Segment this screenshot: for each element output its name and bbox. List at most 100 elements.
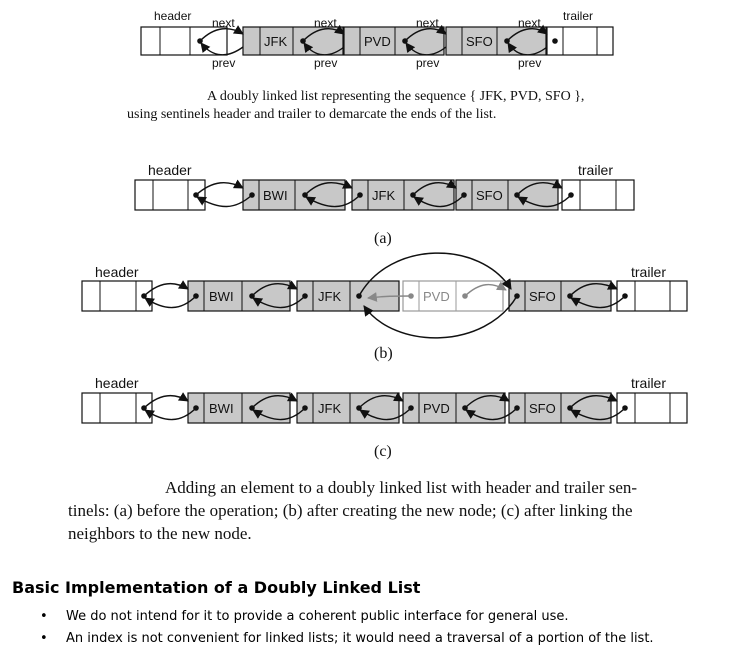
- diagram-c-sublabel: (c): [374, 443, 392, 460]
- list-node-sfo: SFO: [455, 179, 559, 211]
- list-node-sfo: SFO: [508, 280, 612, 312]
- list-node-jfk: JFK: [351, 179, 455, 211]
- prev-label: prev: [314, 56, 337, 70]
- trailer-label: trailer: [631, 264, 666, 280]
- trailer-sentinel-node: [616, 392, 688, 424]
- figure-caption-line-1: Adding an element to a doubly linked lis…: [165, 478, 637, 497]
- node-label: SFO: [529, 401, 556, 416]
- next-label: next: [314, 16, 337, 30]
- diagram-b: header trailer BWI JFK: [81, 252, 688, 362]
- section-title: Basic Implementation of a Doubly Linked …: [12, 578, 421, 597]
- list-node-jfk: JFK: [242, 26, 344, 56]
- prev-pointer-arrow: [200, 42, 244, 56]
- header-label: header: [95, 375, 139, 391]
- prev-pointer-arrow: [252, 295, 306, 309]
- new-node-prev-arrow: [367, 292, 412, 302]
- node-label: PVD: [423, 289, 450, 304]
- header-label: header: [148, 162, 192, 178]
- prev-label: prev: [416, 56, 439, 70]
- trailer-label: trailer: [578, 162, 613, 178]
- next-pointer-arrow: [569, 392, 618, 409]
- bullet-list: • We do not intend for it to provide a c…: [40, 606, 654, 650]
- diagram-a-sublabel: (a): [374, 230, 392, 247]
- next-label: next: [212, 16, 235, 30]
- prev-pointer-arrow: [144, 407, 197, 421]
- header-sentinel-node: [134, 179, 206, 211]
- new-node-pvd: PVD: [402, 280, 504, 312]
- prev-pointer-arrow: [196, 194, 253, 208]
- diagram-c: header trailer BWI JFK: [81, 375, 688, 460]
- prev-pointer-arrow: [413, 194, 465, 208]
- linked-list-figure: header JFK PVD SFO: [68, 9, 688, 543]
- next-pointer-arrow: [516, 179, 563, 196]
- next-pointer-arrow: [199, 25, 244, 42]
- prev-label: prev: [518, 56, 541, 70]
- list-node-jfk: JFK: [296, 280, 400, 312]
- next-label: next: [416, 16, 439, 30]
- new-node-next-arrow: [464, 281, 507, 297]
- node-label: JFK: [264, 34, 287, 49]
- node-label: BWI: [263, 188, 288, 203]
- node-label: PVD: [423, 401, 450, 416]
- bullet-marker: •: [40, 631, 48, 646]
- node-label: PVD: [364, 34, 391, 49]
- node-label: SFO: [529, 289, 556, 304]
- prev-pointer-arrow: [303, 42, 345, 56]
- next-pointer-arrow: [143, 280, 189, 297]
- next-pointer-arrow: [358, 392, 404, 409]
- list-node-jfk: JFK: [296, 392, 400, 424]
- list-node-pvd: PVD: [343, 26, 445, 56]
- trailer-sentinel-node: [546, 26, 614, 56]
- figure-caption: Adding an element to a doubly linked lis…: [68, 478, 637, 543]
- figure-caption-line-2: tinels: (a) before the operation; (b) af…: [68, 501, 633, 520]
- diagram-b-sublabel: (b): [374, 345, 393, 362]
- bullet-text: We do not intend for it to provide a coh…: [66, 609, 569, 624]
- prev-pointer-arrow: [305, 194, 361, 208]
- prev-pointer-arrow: [517, 194, 572, 208]
- node-label: JFK: [318, 289, 341, 304]
- next-pointer-arrow: [195, 179, 244, 196]
- header-sentinel-node: [81, 280, 153, 312]
- trailer-label: trailer: [631, 375, 666, 391]
- next-pointer-arrow: [506, 24, 548, 42]
- next-pointer-arrow: [464, 392, 510, 409]
- bullet-item: • We do not intend for it to provide a c…: [40, 606, 654, 628]
- diagram-a: header trailer BWI JFK: [134, 162, 635, 247]
- list-node-bwi: BWI: [242, 179, 346, 211]
- next-label: next: [518, 16, 541, 30]
- list-node-pvd: PVD: [402, 392, 506, 424]
- header-label: header: [154, 9, 191, 23]
- figure-caption-line-3: neighbors to the new node.: [68, 524, 252, 543]
- prev-pointer-arrow: [252, 407, 306, 421]
- node-label: BWI: [209, 401, 234, 416]
- prev-pointer-arrow: [363, 295, 518, 339]
- prev-pointer-arrow: [465, 407, 518, 421]
- next-pointer-arrow: [569, 280, 618, 297]
- header-sentinel-node: [81, 392, 153, 424]
- bullet-text: An index is not convenient for linked li…: [66, 631, 654, 646]
- next-pointer-arrow: [143, 392, 189, 409]
- node-label: SFO: [476, 188, 503, 203]
- header-label: header: [95, 264, 139, 280]
- list-node-sfo: SFO: [445, 26, 547, 56]
- node-label: JFK: [318, 401, 341, 416]
- trailer-sentinel-node: [616, 280, 688, 312]
- bullet-marker: •: [40, 609, 48, 624]
- prev-pointer-arrow: [405, 42, 447, 56]
- prev-pointer-arrow: [359, 407, 412, 421]
- next-pointer-arrow: [302, 24, 345, 42]
- bullet-item: • An index is not convenient for linked …: [40, 628, 654, 650]
- list-node-sfo: SFO: [508, 392, 612, 424]
- top-caption-line-2: using sentinels header and trailer to de…: [127, 107, 496, 122]
- top-list-diagram: header JFK PVD SFO: [127, 9, 614, 122]
- next-pointer-arrow: [412, 179, 457, 196]
- next-pointer-arrow: [404, 24, 447, 42]
- next-pointer-arrow: [304, 179, 353, 196]
- node-label: BWI: [209, 289, 234, 304]
- node-label: SFO: [466, 34, 493, 49]
- trailer-sentinel-node: [561, 179, 635, 211]
- prev-pointer-arrow: [570, 407, 626, 421]
- prev-pointer-arrow: [507, 42, 548, 56]
- next-pointer-arrow: [251, 280, 298, 297]
- node-label: JFK: [372, 188, 395, 203]
